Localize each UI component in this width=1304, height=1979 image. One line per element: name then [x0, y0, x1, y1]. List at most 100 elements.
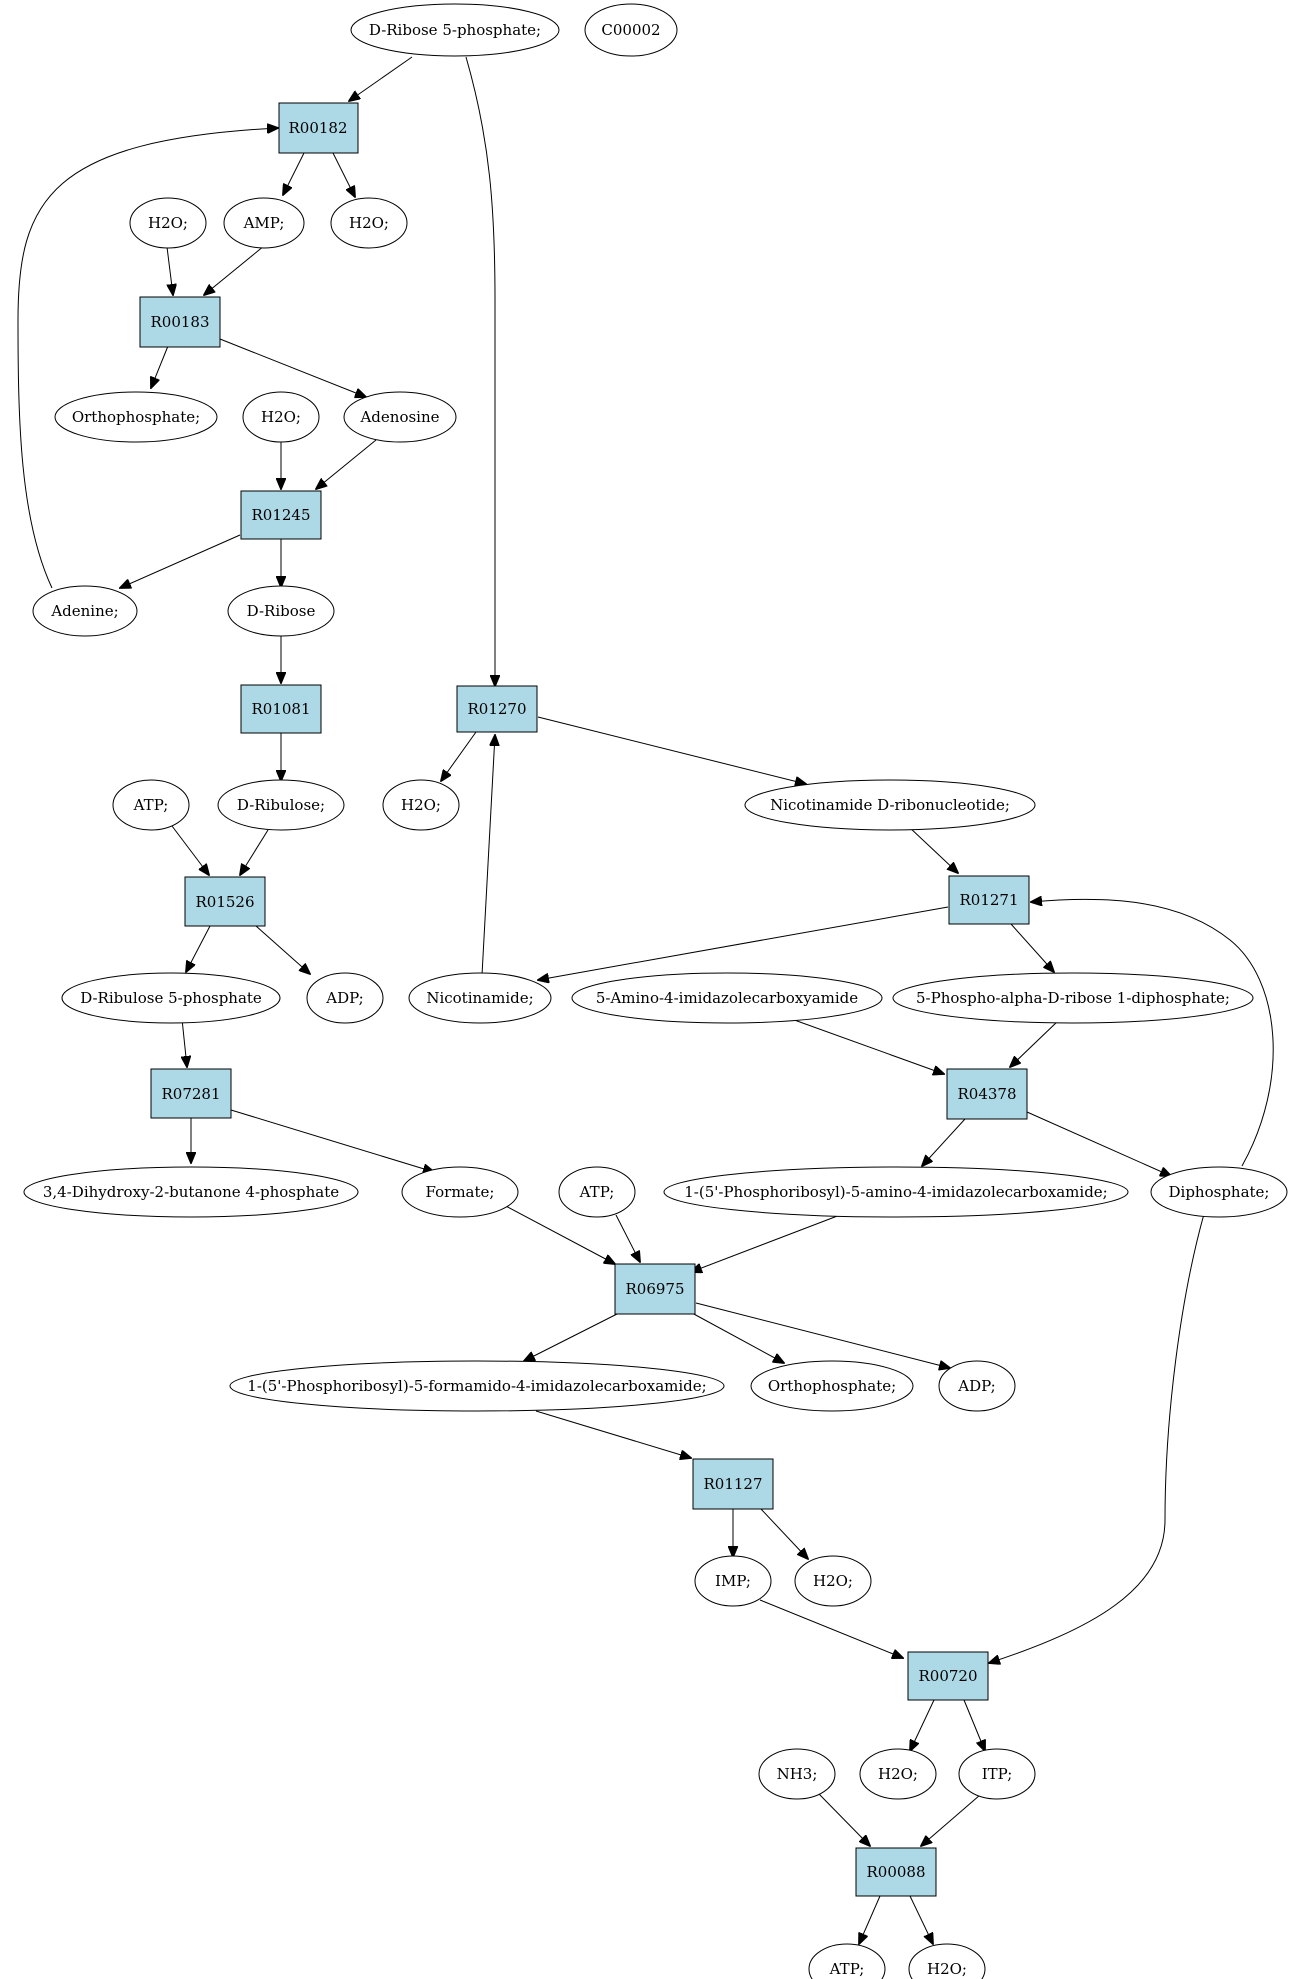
compound-label: C00002 — [601, 21, 660, 39]
compound-node-adp[interactable]: ADP; — [938, 1360, 1016, 1412]
edge — [441, 731, 477, 781]
compound-node-nicotinamide-d-ribonucleotide[interactable]: Nicotinamide D-ribonucleotide; — [744, 779, 1036, 831]
edge — [615, 1214, 640, 1262]
compound-label: D-Ribose — [247, 602, 316, 620]
reaction-node-r07281[interactable]: R07281 — [150, 1068, 232, 1119]
compound-node-amp[interactable]: AMP; — [223, 197, 305, 249]
compound-ellipse — [229, 1360, 725, 1412]
compound-node-h2o[interactable]: H2O; — [859, 1748, 937, 1800]
compound-node-d-ribulose-5-phosphate[interactable]: D-Ribulose 5-phosphate — [61, 972, 281, 1024]
compound-ellipse — [32, 585, 138, 637]
compound-label: D-Ribulose 5-phosphate — [80, 989, 262, 1007]
reaction-node-r01270[interactable]: R01270 — [456, 685, 538, 733]
compound-label: H2O; — [813, 1572, 853, 1590]
compound-node-5-amino-4-imidazolecarboxyamide[interactable]: 5-Amino-4-imidazolecarboxyamide — [571, 972, 883, 1024]
compound-node-orthophosphate[interactable]: Orthophosphate; — [54, 391, 218, 443]
edge — [349, 56, 413, 101]
compound-ellipse — [227, 585, 335, 637]
reaction-box — [614, 1263, 696, 1315]
compound-ellipse — [54, 391, 218, 443]
compound-label: H2O; — [349, 214, 389, 232]
reaction-box — [139, 296, 221, 348]
edge — [538, 906, 949, 980]
compound-node-atp[interactable]: ATP; — [808, 1943, 886, 1979]
edge — [166, 246, 173, 295]
reaction-node-r01245[interactable]: R01245 — [240, 490, 322, 540]
compound-node-adp[interactable]: ADP; — [306, 972, 384, 1024]
compound-ellipse — [242, 391, 320, 443]
compound-node-formate[interactable]: Formate; — [401, 1166, 519, 1218]
compound-node-h2o[interactable]: H2O; — [794, 1555, 872, 1607]
edge — [524, 1313, 618, 1361]
compound-node-c00002[interactable]: C00002 — [584, 3, 678, 57]
compound-label: H2O; — [261, 408, 301, 426]
compound-node-h2o[interactable]: H2O; — [382, 779, 460, 831]
edge — [465, 56, 495, 686]
compound-node-nicotinamide[interactable]: Nicotinamide; — [408, 972, 552, 1024]
compound-node-d-ribulose[interactable]: D-Ribulose; — [217, 779, 345, 831]
reaction-node-r01081[interactable]: R01081 — [240, 684, 322, 734]
compound-node-adenosine[interactable]: Adenosine — [343, 391, 457, 443]
compound-ellipse — [571, 972, 883, 1024]
edge — [283, 152, 305, 195]
reaction-node-r06975[interactable]: R06975 — [614, 1263, 696, 1315]
reaction-box — [240, 684, 322, 734]
compound-node-d-ribose[interactable]: D-Ribose — [227, 585, 335, 637]
reaction-node-r01271[interactable]: R01271 — [948, 875, 1030, 925]
reaction-box — [948, 875, 1030, 925]
compound-node-nh3[interactable]: NH3; — [758, 1748, 836, 1800]
start-compound-ellipse — [350, 3, 560, 57]
edge — [989, 1213, 1205, 1663]
compound-label: 1-(5'-Phosphoribosyl)-5-amino-4-imidazol… — [684, 1183, 1108, 1201]
edge — [219, 338, 366, 397]
reaction-node-r01127[interactable]: R01127 — [692, 1458, 774, 1510]
edge — [186, 925, 211, 972]
reaction-node-r00088[interactable]: R00088 — [855, 1847, 937, 1897]
reaction-box — [278, 102, 359, 154]
edge — [17, 128, 278, 589]
reaction-node-r00183[interactable]: R00183 — [139, 296, 221, 348]
compound-node-h2o[interactable]: H2O; — [129, 197, 207, 249]
edge — [182, 1018, 187, 1067]
compound-node-orthophosphate[interactable]: Orthophosphate; — [750, 1360, 914, 1412]
reaction-box — [150, 1068, 232, 1119]
edge — [785, 1016, 944, 1074]
compound-node-d-ribose-5-phosphate[interactable]: D-Ribose 5-phosphate; — [350, 3, 560, 57]
reaction-node-r04378[interactable]: R04378 — [946, 1068, 1028, 1120]
compound-node-h2o[interactable]: H2O; — [330, 197, 408, 249]
compound-node-5-phospho-alpha-d-ribose-1-diphosphate[interactable]: 5-Phospho-alpha-D-ribose 1-diphosphate; — [892, 972, 1254, 1024]
compound-label: ATP; — [829, 1960, 865, 1978]
compound-node-faicar[interactable]: 1-(5'-Phosphoribosyl)-5-formamido-4-imid… — [229, 1360, 725, 1412]
compound-label: Nicotinamide; — [426, 989, 533, 1007]
edge — [1026, 1111, 1171, 1176]
reaction-node-r00182[interactable]: R00182 — [278, 102, 359, 154]
reaction-label: R01127 — [703, 1475, 762, 1493]
compound-node-h2o[interactable]: H2O; — [908, 1943, 986, 1979]
compound-node-atp[interactable]: ATP; — [558, 1166, 636, 1218]
compound-ellipse — [401, 1166, 519, 1218]
compound-ellipse — [330, 197, 408, 249]
reaction-label: R01270 — [467, 700, 526, 718]
compound-label: IMP; — [715, 1572, 751, 1590]
reaction-node-r00720[interactable]: R00720 — [907, 1651, 989, 1701]
reaction-box — [907, 1651, 989, 1701]
compound-ellipse — [217, 779, 345, 831]
reaction-node-r01526[interactable]: R01526 — [184, 876, 266, 927]
compound-node-h2o[interactable]: H2O; — [242, 391, 320, 443]
compound-ellipse — [23, 1166, 359, 1218]
compound-ellipse — [908, 1943, 986, 1979]
compound-nodes: D-Ribose 5-phosphate; C00002 H2O; AMP; H… — [23, 3, 1288, 1979]
compound-node-atp[interactable]: ATP; — [112, 779, 190, 831]
compound-node-itp[interactable]: ITP; — [958, 1748, 1036, 1800]
compound-node-diphosphate[interactable]: Diphosphate; — [1150, 1166, 1288, 1218]
compound-node-imp[interactable]: IMP; — [694, 1555, 772, 1607]
highlight-compound-ellipse — [584, 3, 678, 57]
reaction-label: R00720 — [918, 1667, 977, 1685]
compound-node-dihydroxy-butanone-phosphate[interactable]: 3,4-Dihydroxy-2-butanone 4-phosphate — [23, 1166, 359, 1218]
compound-label: Adenosine — [359, 408, 439, 426]
compound-label: 3,4-Dihydroxy-2-butanone 4-phosphate — [43, 1183, 339, 1201]
compound-label: D-Ribose 5-phosphate; — [369, 21, 541, 39]
compound-node-adenine[interactable]: Adenine; — [32, 585, 138, 637]
compound-node-aicar[interactable]: 1-(5'-Phosphoribosyl)-5-amino-4-imidazol… — [663, 1166, 1129, 1218]
edge — [760, 1508, 808, 1559]
